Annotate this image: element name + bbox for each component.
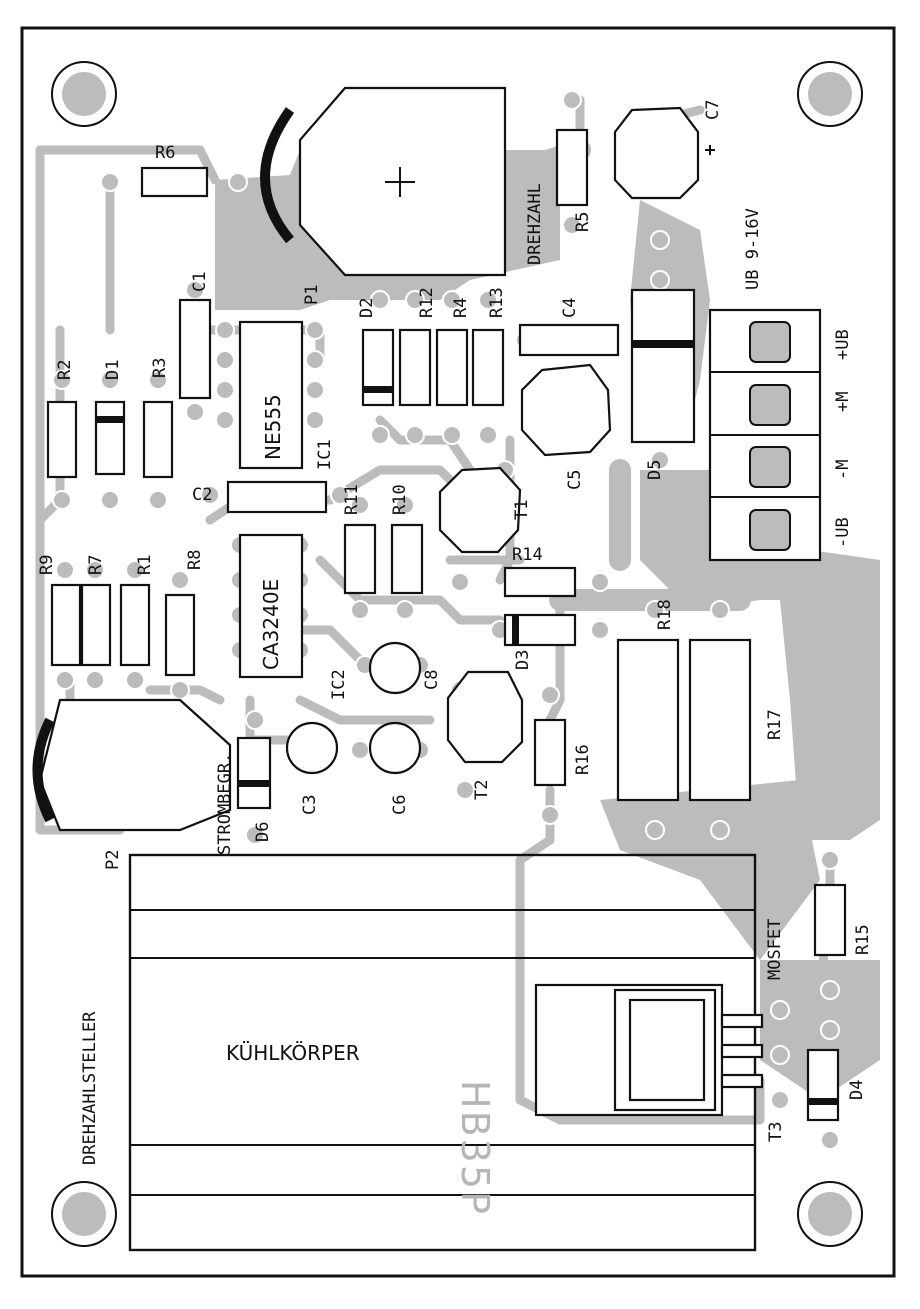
diode-d5: D5 [630, 288, 696, 480]
resistor-r13: R13 [471, 287, 507, 407]
label-r16: R16 [573, 744, 593, 775]
label-r7: R7 [86, 555, 106, 575]
resistor-r3: R3 [142, 358, 174, 479]
label-p1: P1 [302, 285, 322, 305]
label-r10: R10 [390, 484, 410, 515]
label-c6: C6 [390, 795, 410, 815]
capacitor-c5: C5 [520, 363, 612, 490]
label-t2: T2 [472, 780, 492, 800]
capacitor-c1: C1 [178, 272, 212, 400]
transistor-t2: T2 [446, 670, 524, 800]
label-r11: R11 [342, 484, 362, 515]
terminal-plus-m: +M [833, 392, 853, 412]
resistor-r7: R7 [80, 555, 112, 667]
label-r18: R18 [655, 599, 675, 630]
capacitor-c4: C4 [518, 298, 620, 357]
label-t1: T1 [512, 500, 532, 520]
label-r9: R9 [37, 555, 57, 575]
label-c2: C2 [192, 485, 212, 505]
resistor-r17: R17 [688, 638, 785, 802]
capacitor-c6: C6 [368, 721, 422, 815]
mounting-holes [51, 61, 863, 1247]
capacitor-c7: C7 [613, 100, 723, 200]
resistor-r16: R16 [533, 718, 593, 787]
diode-d4: D4 [806, 1048, 867, 1122]
supply-voltage-label: UB 9-16V [743, 208, 763, 290]
resistor-r10: R10 [390, 484, 424, 595]
label-r3: R3 [150, 358, 170, 378]
resistor-r2: R2 [46, 360, 78, 479]
label-r12: R12 [417, 287, 437, 318]
terminal-block: +UB +M -M -UB [708, 308, 853, 562]
transistor-t3-mosfet: T3 MOSFET [534, 919, 786, 1142]
label-d6: D6 [253, 822, 273, 842]
ic1-part: NE555 [261, 394, 285, 460]
label-r2: R2 [55, 360, 75, 380]
resistor-r6: R6 [140, 143, 209, 198]
label-c8: C8 [422, 670, 442, 690]
resistor-r1: R1 [119, 555, 155, 667]
capacitor-c3: C3 [285, 721, 339, 815]
heatsink-label: KÜHLKÖRPER [226, 1041, 360, 1065]
label-ic1: IC1 [315, 439, 335, 470]
label-d5: D5 [645, 460, 665, 480]
label-r1: R1 [135, 555, 155, 575]
label-ic2: IC2 [329, 669, 349, 700]
mosfet-label: MOSFET [765, 919, 785, 980]
terminal-minus-ub: -UB [833, 517, 853, 548]
resistor-r14: R14 [503, 545, 577, 598]
label-d4: D4 [847, 1080, 867, 1100]
potentiometer-p2: P2 [32, 698, 232, 870]
label-d3: D3 [513, 650, 533, 670]
label-r5: R5 [573, 212, 593, 232]
label-r14: R14 [512, 545, 543, 565]
capacitor-c2: C2 [192, 480, 328, 514]
board-title: DREHZAHLSTELLER [80, 1011, 100, 1165]
terminal-minus-m: -M [833, 460, 853, 480]
diode-d2: D2 [357, 298, 395, 407]
label-r4: R4 [451, 298, 471, 318]
label-t3: T3 [766, 1122, 786, 1142]
heatsink-part: HB35P [453, 1080, 497, 1216]
diode-d6: D6 [236, 736, 273, 842]
label-r17: R17 [765, 709, 785, 740]
resistor-r12: R12 [398, 287, 437, 407]
potentiometer-p1: P1 [260, 86, 507, 305]
label-r6: R6 [155, 143, 175, 163]
resistor-r18: R18 [616, 599, 680, 802]
label-c3: C3 [300, 795, 320, 815]
resistor-r8: R8 [164, 550, 205, 677]
label-r8: R8 [185, 550, 205, 570]
diode-d3: D3 [503, 613, 577, 670]
speed-label: DREHZAHL [525, 183, 545, 265]
label-c7: C7 [703, 100, 723, 120]
resistor-r4: R4 [435, 298, 471, 407]
resistor-r5: R5 [555, 128, 593, 232]
terminal-plus-ub: +UB [833, 329, 853, 360]
capacitor-c8: C8 [368, 641, 442, 695]
label-c4: C4 [560, 298, 580, 318]
diode-d1: D1 [94, 360, 126, 476]
transistor-t1: T1 [438, 466, 532, 554]
label-p2: P2 [103, 850, 123, 870]
ic2-ca3240e: CA3240E IC2 [238, 533, 349, 700]
resistor-r15: R15 [813, 883, 873, 957]
ic1-ne555: NE555 IC1 [238, 320, 335, 470]
label-d1: D1 [103, 360, 123, 380]
label-c1: C1 [190, 272, 210, 292]
resistor-r9: R9 [37, 555, 82, 667]
current-limit-label: STROMBEGR. [215, 753, 235, 855]
label-d2: D2 [357, 298, 377, 318]
label-c5: C5 [565, 470, 585, 490]
ic2-part: CA3240E [259, 579, 283, 670]
label-r13: R13 [487, 287, 507, 318]
label-r15: R15 [853, 924, 873, 955]
resistor-r11: R11 [342, 484, 377, 595]
